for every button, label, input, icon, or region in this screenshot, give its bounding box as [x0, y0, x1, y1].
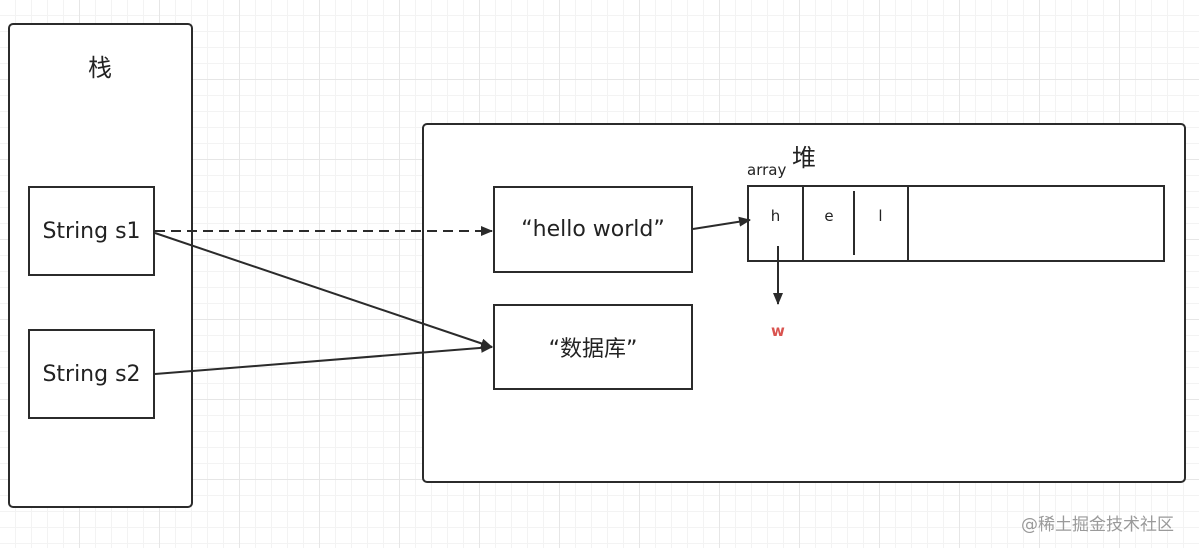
stack-var-s2[interactable]: String s2 [28, 329, 155, 419]
watermark: @稀土掘金技术社区 [1021, 515, 1174, 535]
array-cell-e-text: e [824, 207, 834, 225]
replacement-char-w: w [771, 322, 785, 340]
array-cell-h-text: h [770, 207, 781, 225]
heap-string-database[interactable]: “数据库” [493, 304, 693, 390]
heap-string-hello-world[interactable]: “hello world” [493, 186, 693, 273]
array-cell-h: h [749, 187, 804, 260]
stack-title: 栈 [88, 54, 112, 82]
array-cell-e: e [804, 187, 854, 260]
heap-panel [422, 123, 1186, 483]
char-array: h e l [747, 185, 1165, 262]
arrow-s2-to-database [154, 342, 493, 375]
stack-var-s1[interactable]: String s1 [28, 186, 155, 276]
array-label: array [747, 161, 787, 179]
array-cell-l-text: l [878, 207, 883, 225]
arrow-s1-to-database [154, 232, 493, 349]
array-cell-l: l [854, 187, 909, 260]
array-inner-divider [853, 191, 855, 255]
heap-title: 堆 [792, 144, 816, 172]
arrow-hello-to-array [692, 216, 751, 230]
